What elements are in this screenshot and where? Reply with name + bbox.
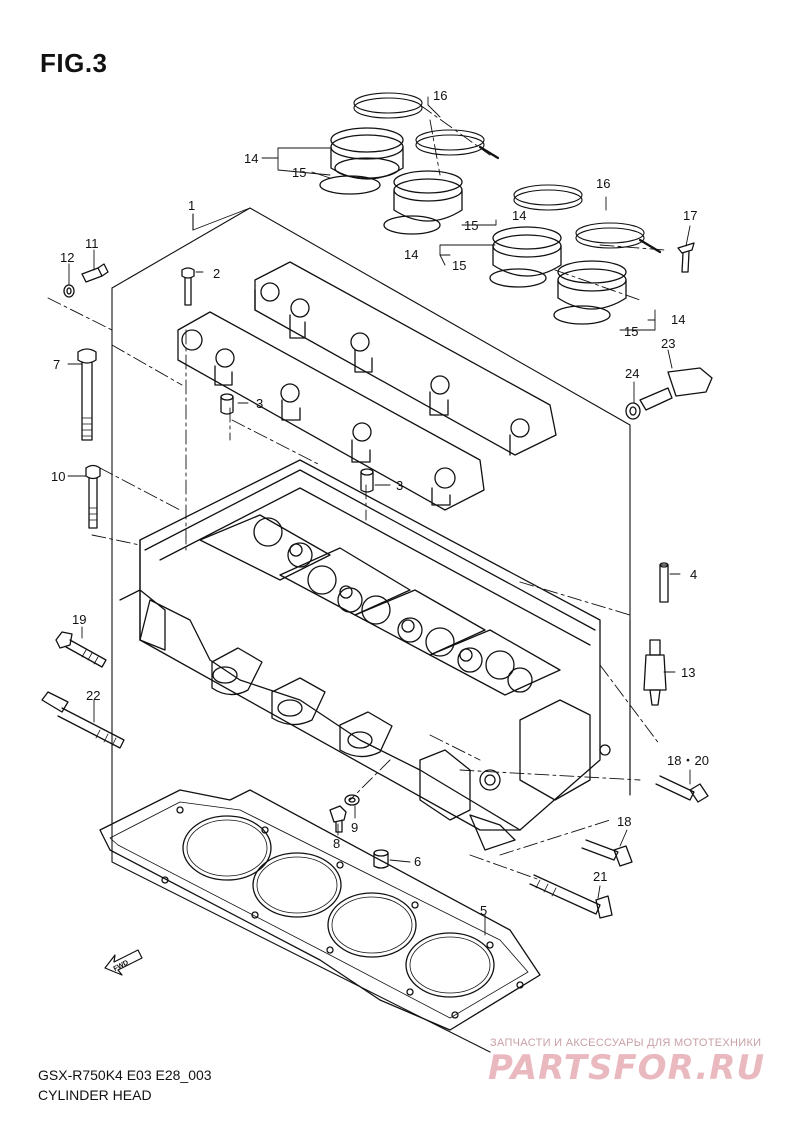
intake-boot-4 bbox=[553, 260, 627, 325]
callout-1: 1 bbox=[188, 198, 195, 213]
callout-labels: 1 2 3 3 4 5 6 7 8 9 10 11 12 13 14 14 14… bbox=[51, 88, 709, 973]
diagram-caption: CYLINDER HEAD bbox=[38, 1087, 152, 1103]
dowel-pin-3b bbox=[360, 468, 374, 493]
bolt-2 bbox=[181, 267, 195, 306]
callout-16: 16 bbox=[433, 88, 447, 103]
callout-4: 4 bbox=[690, 567, 697, 582]
clamp-pair-1 bbox=[353, 92, 500, 160]
watermark-logo: PARTSFOR.RU bbox=[488, 1048, 766, 1088]
callout-8: 8 bbox=[333, 836, 340, 851]
clamp-pair-2 bbox=[513, 184, 662, 254]
dowel-pin-6 bbox=[373, 849, 389, 869]
callout-22: 22 bbox=[86, 688, 100, 703]
callout-2: 2 bbox=[213, 266, 220, 281]
intake-boot-1 bbox=[319, 127, 404, 195]
bolt-18 bbox=[581, 839, 633, 867]
bolt-19 bbox=[55, 631, 107, 668]
camshaft-holder-rear bbox=[254, 261, 557, 456]
callout-3: 3 bbox=[396, 478, 403, 493]
plug-11 bbox=[81, 263, 109, 283]
callout-7: 7 bbox=[53, 357, 60, 372]
callout-18: 18 bbox=[617, 814, 631, 829]
washer-9 bbox=[344, 794, 360, 806]
callout-17: 17 bbox=[683, 208, 697, 223]
callout-15: 15 bbox=[464, 218, 478, 233]
callout-23: 23 bbox=[661, 336, 675, 351]
callout-15: 15 bbox=[452, 258, 466, 273]
model-code: GSX-R750K4 E03 E28_003 bbox=[38, 1067, 212, 1083]
sensor-23 bbox=[639, 367, 713, 411]
spark-plug-13 bbox=[643, 639, 667, 706]
screw-17 bbox=[677, 242, 695, 273]
assembly-frame bbox=[111, 207, 631, 1053]
callout-10: 10 bbox=[51, 469, 65, 484]
callout-9: 9 bbox=[351, 820, 358, 835]
callout-24: 24 bbox=[625, 366, 639, 381]
stud-21 bbox=[529, 874, 613, 919]
callout-6: 6 bbox=[414, 854, 421, 869]
bolt-10 bbox=[85, 464, 101, 529]
callout-14: 14 bbox=[671, 312, 685, 327]
watermark-tagline: ЗАПЧАСТИ И АКСЕССУАРЫ ДЛЯ МОТОТЕХНИКИ bbox=[490, 1037, 762, 1049]
callout-5: 5 bbox=[480, 903, 487, 918]
callout-3: 3 bbox=[256, 396, 263, 411]
bolt-8 bbox=[329, 805, 347, 833]
dowel-pin-3a bbox=[220, 393, 234, 415]
camshaft-holder-front bbox=[177, 311, 485, 511]
bolt-18-20 bbox=[655, 775, 709, 803]
callout-11: 11 bbox=[85, 236, 99, 251]
callout-15: 15 bbox=[292, 165, 306, 180]
callout-leaders bbox=[67, 96, 691, 936]
figure-title: FIG.3 bbox=[40, 48, 108, 78]
intake-boot-3 bbox=[489, 226, 562, 288]
intake-boot-2 bbox=[383, 170, 463, 235]
callout-15: 15 bbox=[624, 324, 638, 339]
callout-18-20: 18・20 bbox=[667, 753, 709, 768]
callout-14: 14 bbox=[244, 151, 258, 166]
callout-14: 14 bbox=[512, 208, 526, 223]
cylinder-head-body bbox=[119, 459, 611, 851]
stud-22 bbox=[41, 691, 125, 749]
reference-lines bbox=[47, 104, 666, 881]
gasket-12 bbox=[63, 284, 75, 298]
callout-16: 16 bbox=[596, 176, 610, 191]
callout-21: 21 bbox=[593, 869, 607, 884]
callout-19: 19 bbox=[72, 612, 86, 627]
callout-12: 12 bbox=[60, 250, 74, 265]
guide-4 bbox=[659, 562, 669, 603]
callout-14: 14 bbox=[404, 247, 418, 262]
callout-13: 13 bbox=[681, 665, 695, 680]
bolt-7 bbox=[77, 348, 97, 441]
head-gasket bbox=[99, 789, 541, 1031]
washer-24 bbox=[625, 402, 641, 420]
forward-arrow-icon bbox=[104, 949, 143, 976]
